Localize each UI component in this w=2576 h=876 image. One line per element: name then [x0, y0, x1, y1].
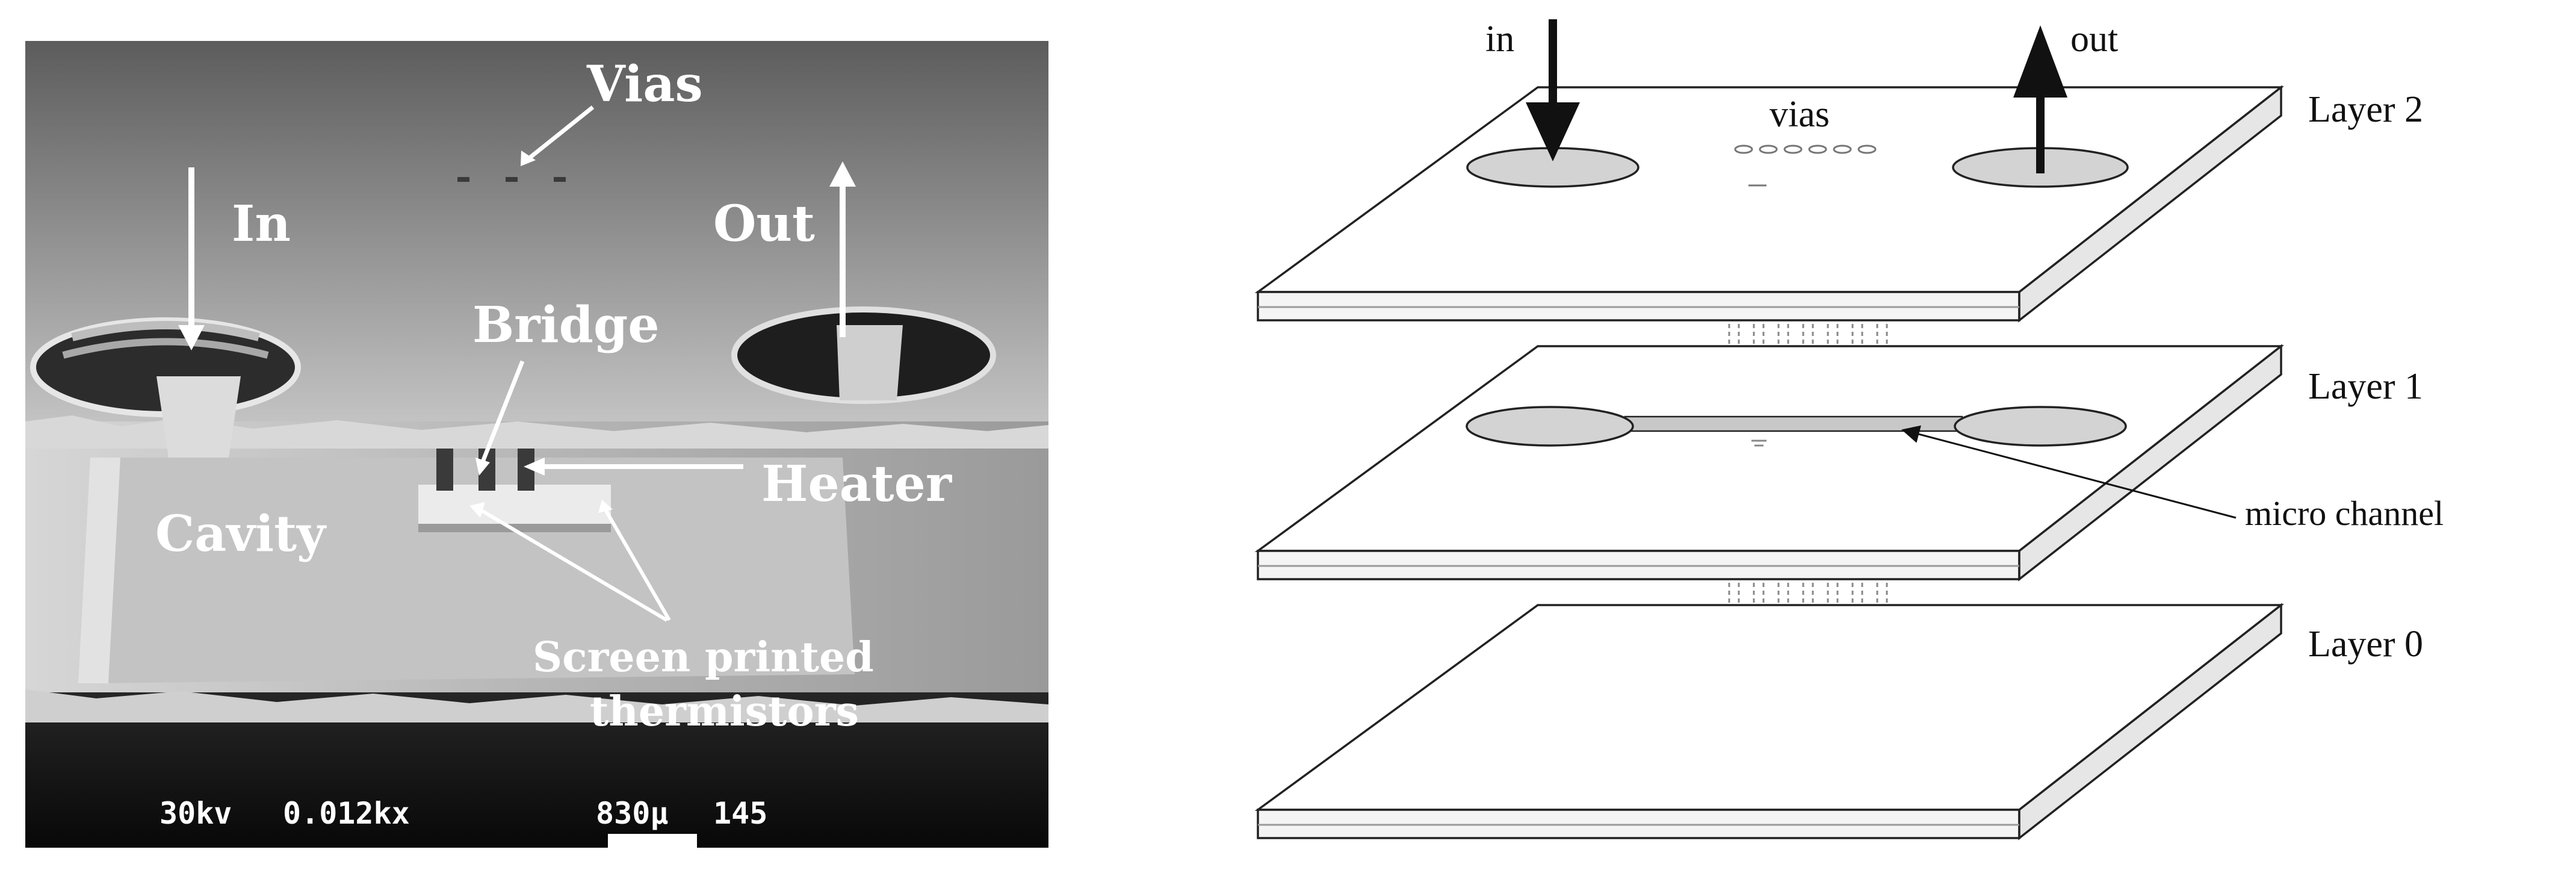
cavity-left-wall [78, 458, 120, 683]
scale-magnification: 0.012kx [283, 796, 410, 831]
sem-annotation-arrows [178, 105, 856, 622]
upper-fracture-edge [25, 415, 1048, 449]
lower-fracture-edge [25, 689, 1048, 722]
flow-out-label: out [2070, 19, 2118, 60]
layer-1-inlet-well [1466, 406, 1634, 447]
layer-diagram [1254, 19, 2285, 840]
inlet-hole [30, 317, 301, 458]
vias-label: Vias [586, 55, 703, 113]
bridge-label: Bridge [472, 296, 660, 354]
sem-photo: Vias In Out Bridge Heater Cavity Screen … [25, 41, 1048, 848]
scale-voltage: 30kv [159, 796, 232, 831]
inlet-arrow [1526, 19, 1580, 161]
bridge-structure [418, 449, 611, 532]
layer-1-plate [1254, 344, 2285, 582]
vias-pointer [528, 105, 595, 160]
micro-channel-pointer [1901, 425, 2237, 519]
scale-length: 830µ [596, 796, 668, 831]
sem-via-dots [457, 177, 566, 182]
out-label: Out [713, 195, 815, 253]
flow-in-label: in [1485, 19, 1514, 60]
micro-channel-groove [1624, 415, 1963, 432]
in-label: In [232, 195, 291, 253]
thermistors-label-line2: thermistors [590, 688, 859, 736]
layer-1-via-mark [1751, 440, 1766, 447]
outlet-arrow [2013, 25, 2067, 173]
bridge-pointer [479, 360, 525, 466]
outlet-hole [731, 306, 996, 404]
scale-frame-number: 145 [713, 796, 767, 831]
thermistor-pointer-1 [477, 507, 668, 622]
thermistor-pointer-2 [603, 508, 671, 621]
layer-1-outlet-well [1954, 406, 2127, 447]
layer-2-plate [1254, 85, 2285, 323]
layer-2-label: Layer 2 [2308, 89, 2423, 130]
heater-label: Heater [761, 455, 953, 513]
vias-diagram-label: vias [1769, 94, 1830, 135]
layer-0-label: Layer 0 [2308, 624, 2423, 665]
scale-bar-marker [608, 834, 697, 848]
scale-bar: 30kv 0.012kx 830µ 145 [159, 796, 767, 848]
layer-0-plate [1254, 603, 2285, 840]
cavity-label: Cavity [155, 505, 327, 563]
micro-channel-label: micro channel [2245, 494, 2444, 533]
layer-1-label: Layer 1 [2308, 366, 2423, 407]
layer-2-vias [1734, 144, 1877, 187]
cavity-region [90, 458, 855, 683]
thermistors-label-line1: Screen printed [533, 633, 874, 682]
